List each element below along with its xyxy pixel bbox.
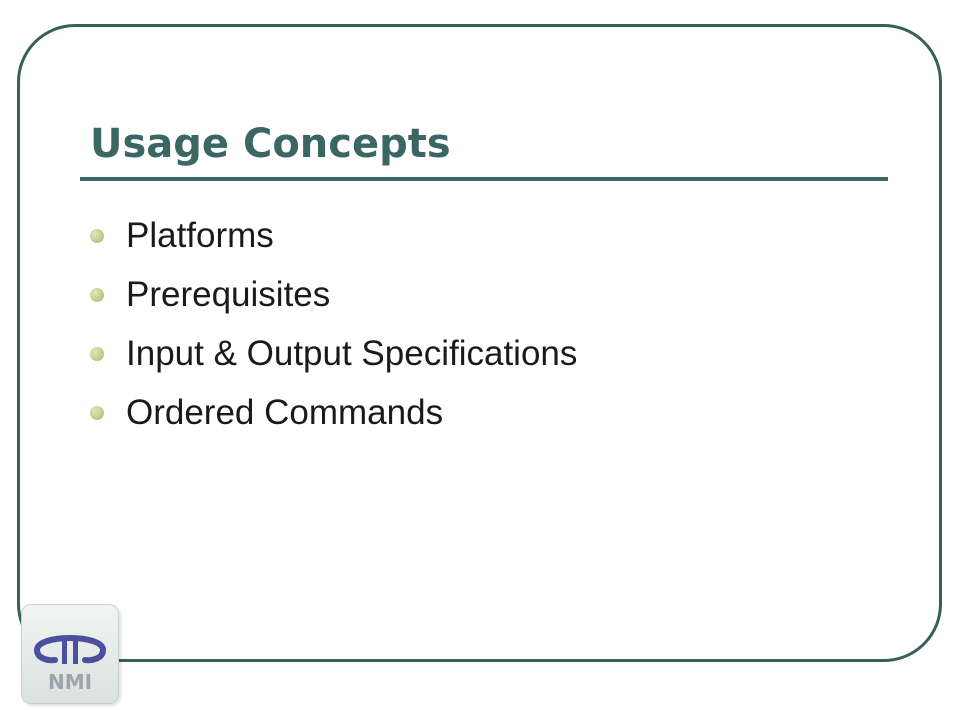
bullet-icon [90, 405, 104, 420]
bullet-text: Input & Output Specifications [126, 333, 578, 373]
title-underline [80, 177, 888, 181]
logo-text: NMI [48, 670, 92, 694]
nmi-logo: NMI [21, 604, 119, 704]
bullet-icon [90, 287, 104, 302]
list-item: Input & Output Specifications [90, 324, 577, 383]
list-item: Platforms [90, 206, 577, 265]
bullet-text: Platforms [126, 215, 274, 255]
bullet-icon [90, 228, 104, 243]
bullet-list: Platforms Prerequisites Input & Output S… [90, 206, 577, 442]
slide-frame [17, 24, 942, 662]
bullet-text: Prerequisites [126, 274, 331, 314]
bullet-icon [90, 346, 104, 361]
nmi-logo-icon: NMI [34, 635, 106, 694]
list-item: Ordered Commands [90, 383, 577, 442]
page-title: Usage Concepts [90, 121, 451, 167]
bullet-text: Ordered Commands [126, 392, 444, 432]
list-item: Prerequisites [90, 265, 577, 324]
